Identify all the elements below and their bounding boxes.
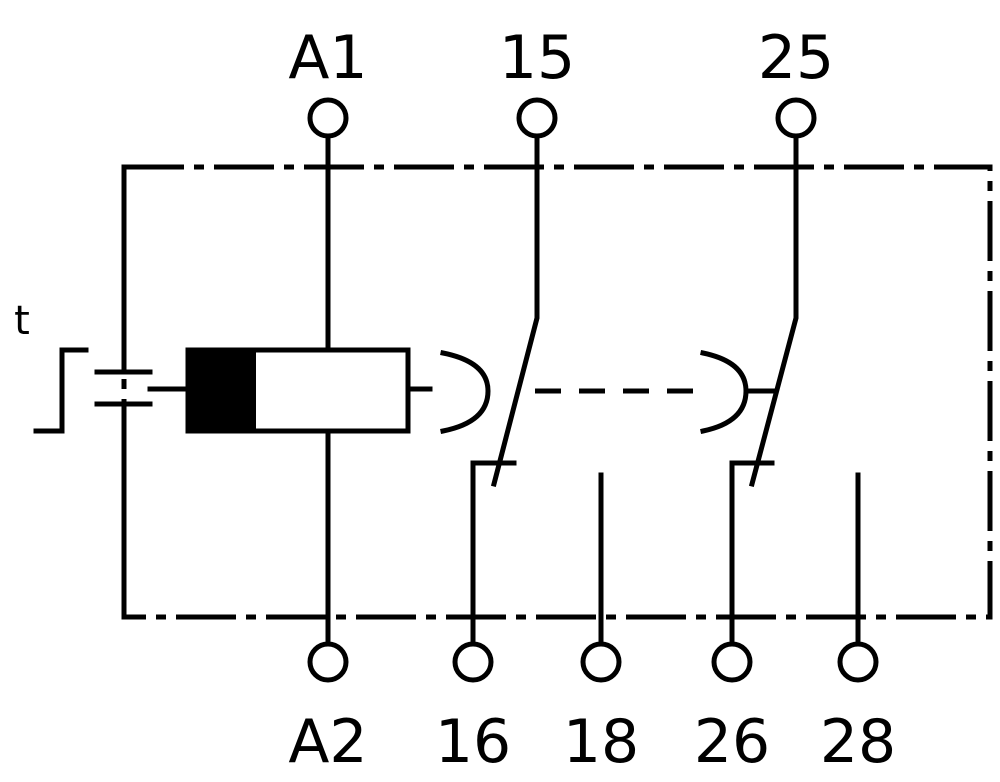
label-18: 18 (563, 707, 639, 777)
contact-group-2 (729, 133, 861, 646)
coil-body (185, 347, 433, 434)
terminal-18 (580, 641, 622, 683)
terminal-26 (711, 641, 753, 683)
terminal-25 (775, 97, 817, 139)
terminal-28 (837, 641, 879, 683)
label-28: 28 (820, 707, 896, 777)
label-15: 15 (499, 23, 575, 93)
label-a2: A2 (288, 707, 367, 777)
label-25: 25 (758, 23, 834, 93)
timer-label: t (14, 298, 30, 344)
terminal-15 (516, 97, 558, 139)
delay-symbol (33, 164, 191, 620)
contact-group-1 (470, 133, 604, 646)
label-16: 16 (435, 707, 511, 777)
enclosure-border (121, 164, 993, 620)
label-a1: A1 (288, 23, 367, 93)
linkage-bracket-1 (440, 350, 491, 434)
linkage-bracket-2 (700, 350, 749, 434)
label-26: 26 (694, 707, 770, 777)
terminal-a1 (307, 97, 349, 139)
terminal-a2 (307, 641, 349, 683)
terminal-16 (452, 641, 494, 683)
